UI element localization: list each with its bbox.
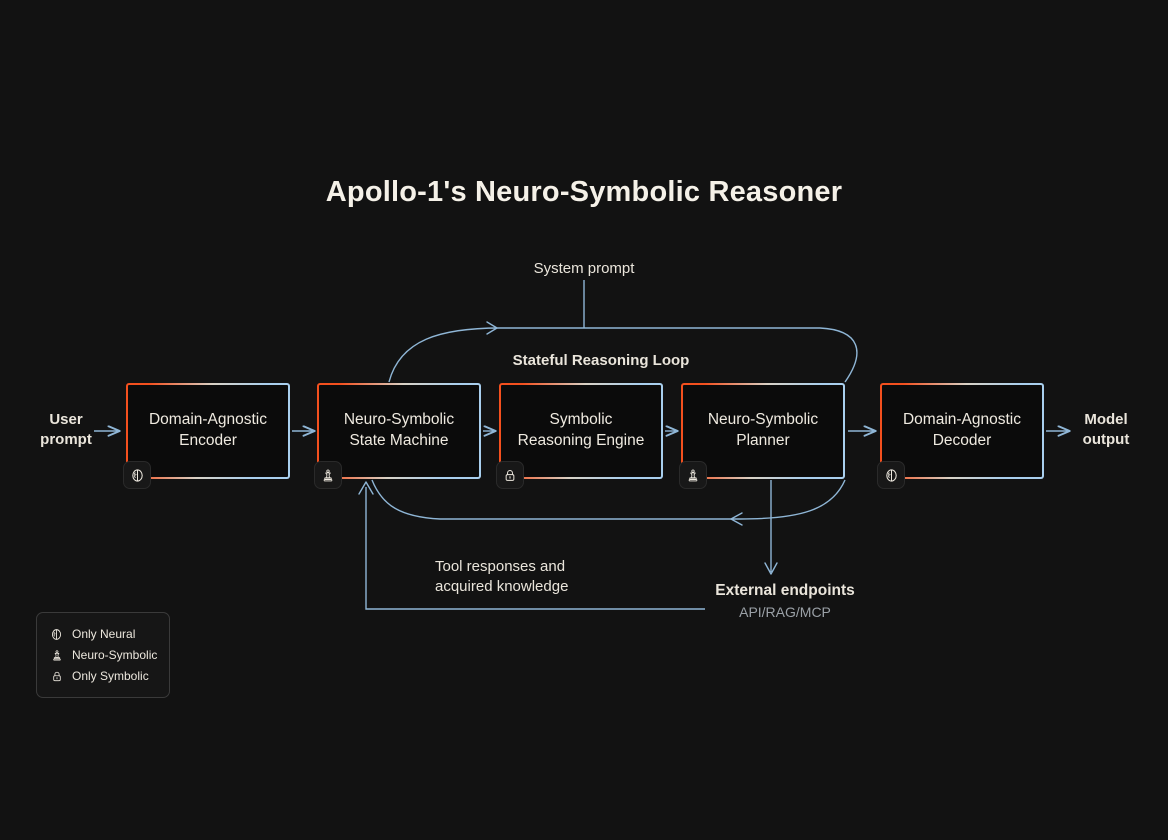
lock-icon xyxy=(505,469,515,481)
external-endpoints-subtitle: API/RAG/MCP xyxy=(739,604,831,620)
chess-piece-icon xyxy=(688,468,698,481)
legend-item-label: Neuro-Symbolic xyxy=(72,648,158,662)
loop-arc-bottom-arrowhead xyxy=(730,512,743,526)
page-title: Apollo-1's Neuro-Symbolic Reasoner xyxy=(325,176,843,208)
legend-item-only-neural: Only Neural xyxy=(49,624,159,644)
legend: Only Neural Neuro-Symbolic xyxy=(36,612,170,698)
legend-item-only-symbolic: Only Symbolic xyxy=(49,666,159,686)
legend-item-label: Only Symbolic xyxy=(72,669,149,683)
brain-icon xyxy=(131,468,143,482)
badge-chess-piece-icon-state-machine xyxy=(314,461,342,489)
system-prompt-label: System prompt xyxy=(533,260,635,277)
arrow-tool-response-return-head xyxy=(358,481,374,495)
badge-brain-icon-decoder xyxy=(877,461,905,489)
badge-brain-icon-encoder xyxy=(123,461,151,489)
external-endpoints-title: External endpoints xyxy=(715,582,855,599)
badge-lock-icon-reasoning xyxy=(496,461,524,489)
legend-item-neuro-symbolic: Neuro-Symbolic xyxy=(49,645,159,665)
badge-chess-piece-icon-planner xyxy=(679,461,707,489)
lock-icon xyxy=(49,670,64,683)
brain-icon xyxy=(885,468,897,482)
arrow-external-endpoints-head xyxy=(764,562,778,575)
loop-arc-top-arrowhead xyxy=(486,321,498,335)
loop-label: Stateful Reasoning Loop xyxy=(512,352,690,369)
chess-piece-icon xyxy=(49,649,64,662)
chess-piece-icon xyxy=(323,468,333,481)
brain-icon xyxy=(49,628,64,641)
legend-item-label: Only Neural xyxy=(72,627,136,641)
loop-arc-top xyxy=(388,327,858,383)
loop-arc-bottom xyxy=(371,479,846,520)
arrow-tool-response-return xyxy=(365,487,705,610)
